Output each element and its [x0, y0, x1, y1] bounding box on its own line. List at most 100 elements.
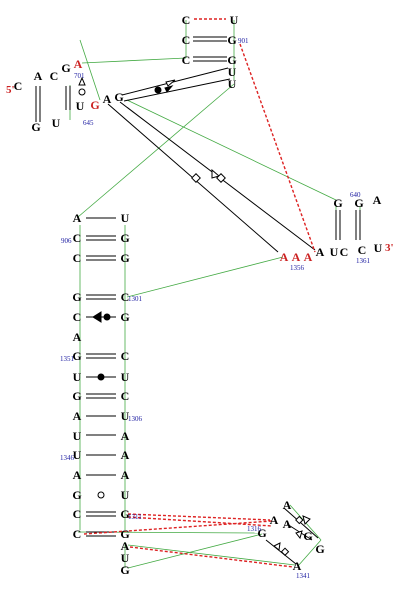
nucleotide-u1: U — [230, 13, 239, 27]
nucleotide-u1346: U — [73, 448, 82, 462]
nucleotide-g_l2: G — [31, 120, 40, 134]
nucleotide-c_h6: C — [121, 389, 130, 403]
nucleotide-u_h8: U — [73, 429, 82, 443]
nucleotide-c_s2: C — [73, 251, 82, 265]
open-triangle-symbol-3 — [78, 76, 86, 86]
open-square-symbol-4 — [280, 547, 290, 556]
position-number-n1361: 1361 — [356, 257, 371, 265]
nucleotide-c_b1: C — [340, 245, 349, 259]
nucleotide-c3: C — [182, 53, 191, 67]
nucleotide-g_h1: G — [72, 290, 81, 304]
nucleotide-u_h11: U — [121, 488, 130, 502]
filled-triangle-symbol — [164, 85, 174, 93]
nucleotide-u_h5: U — [73, 370, 82, 384]
position-number-n1311: 1311 — [128, 513, 142, 521]
open-triangle-symbol-4 — [302, 515, 311, 525]
nucleotide-c_h12: C — [73, 507, 82, 521]
open-circle-symbol — [97, 491, 105, 499]
nucleotide-g_r2: G — [354, 196, 363, 210]
nucleotide-u5: U — [228, 77, 237, 91]
position-number-n1301: 1301 — [128, 295, 143, 303]
nucleotide-c_l1: C — [50, 69, 59, 83]
position-number-n1346: 1346 — [60, 454, 75, 462]
nucleotide-a701: A — [74, 57, 83, 71]
base-pair-bonds — [35, 36, 361, 565]
nucleotide-a_h8: A — [121, 429, 130, 443]
nucleotide-u_s1: U — [121, 211, 130, 225]
open-square-symbol — [191, 173, 201, 183]
open-triangle-symbol-6 — [295, 530, 303, 540]
filled-triangle-symbol-2 — [92, 311, 102, 323]
filled-circle-symbol-3 — [97, 373, 105, 381]
nucleotide-c_b2: C — [358, 243, 367, 257]
nucleotide-g1311: G — [120, 507, 129, 521]
position-number-n1316: 1316 — [247, 525, 262, 533]
nucleotide-g_l1: G — [61, 61, 70, 75]
open-triangle-symbol — [165, 79, 176, 87]
nucleotide-a_k2: A — [270, 513, 279, 527]
nucleotide-c_l2: C — [14, 79, 23, 93]
nucleotide-g_red: G — [90, 98, 99, 112]
nucleotide-a1356c: A — [304, 250, 313, 264]
nucleotide-u4: U — [228, 65, 237, 79]
nucleotide-u_h5b: U — [121, 370, 130, 384]
open-square-symbol-3 — [295, 515, 304, 525]
nucleotide-g_k3: G — [315, 542, 324, 556]
position-number-n1341: 1341 — [296, 572, 311, 580]
nucleotide-g_k2: G — [303, 529, 312, 543]
nucleotide-c1: C — [182, 13, 191, 27]
position-number-n1306: 1306 — [128, 415, 143, 423]
nucleotide-a1356b: A — [292, 250, 301, 264]
nucleotide-a_h9: A — [121, 448, 130, 462]
nucleotide-c_h2: C — [73, 310, 82, 324]
nucleotide-c_h4: C — [121, 349, 130, 363]
open-square-symbol-2 — [216, 173, 226, 183]
nucleotide-g_m: G — [114, 90, 123, 104]
nucleotide-u_b: U — [330, 245, 339, 259]
nucleotide-a_h7: A — [73, 409, 82, 423]
nucleotide-u645: U — [76, 99, 85, 113]
position-number-n701: 701 — [74, 72, 85, 80]
nucleotide-a_l1: A — [34, 69, 43, 83]
five-prime-label: 5' — [6, 84, 15, 96]
nucleotide-g_h13: G — [120, 527, 129, 541]
nucleotide-a_k1: A — [283, 498, 292, 512]
position-number-n906: 906 — [61, 237, 72, 245]
nucleotide-a_s1: A — [73, 211, 82, 225]
nucleotide-a_h10b: A — [121, 468, 130, 482]
open-triangle-symbol-2 — [211, 168, 221, 179]
position-number-n1351: 1351 — [60, 355, 75, 363]
nucleotide-g640: G — [333, 196, 342, 210]
nucleotide-g_s1: G — [120, 231, 129, 245]
backbone-connectors — [35, 20, 361, 569]
nucleotide-a_t1: A — [121, 539, 130, 553]
open-triangle-symbol-5 — [273, 542, 281, 551]
nucleotide-g_h2: G — [120, 310, 129, 324]
nucleotide-g_h11: G — [72, 488, 81, 502]
three-prime-label: 3' — [385, 242, 394, 254]
nucleotide-g_t1: G — [120, 563, 129, 577]
nucleotide-a_b: A — [316, 245, 325, 259]
nucleotide-c906: C — [73, 231, 82, 245]
nucleotide-g1351: G — [72, 349, 81, 363]
position-numbers: 9017016456401356136190613011351130613461… — [60, 37, 371, 580]
non-canonical-interactions — [83, 18, 316, 568]
nucleotide-g901: G — [227, 33, 236, 47]
nucleotide-a_r: A — [373, 193, 382, 207]
nucleotide-u_l1: U — [52, 116, 61, 130]
nucleotide-a_h3: A — [73, 330, 82, 344]
nucleotide-g3: G — [227, 53, 236, 67]
nucleotide-c_h13: C — [73, 527, 82, 541]
nucleotide-a1356a: A — [280, 250, 289, 264]
filled-circle-symbol — [154, 86, 162, 94]
nucleotide-g_s2: G — [120, 251, 129, 265]
filled-circle-symbol-2 — [103, 313, 111, 321]
nucleotide-a_m: A — [103, 92, 112, 106]
nucleotide-g_h6: G — [72, 389, 81, 403]
nucleotide-g1316: G — [257, 526, 266, 540]
position-number-n640: 640 — [350, 191, 361, 199]
nucleotide-a_h10: A — [73, 468, 82, 482]
